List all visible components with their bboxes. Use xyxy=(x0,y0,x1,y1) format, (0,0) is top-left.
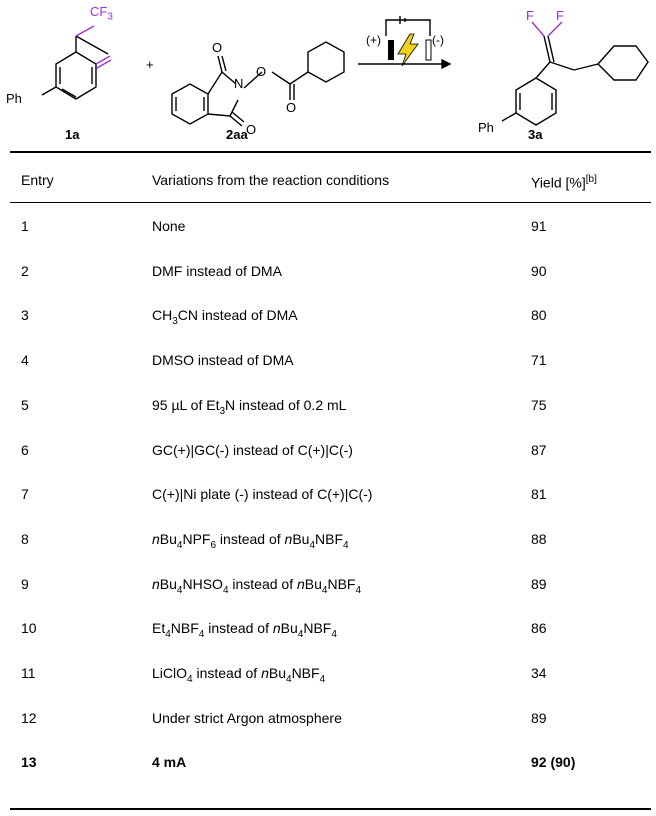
header-variation: Variations from the reaction conditions xyxy=(152,172,390,188)
ph-left-label: Ph xyxy=(6,91,22,106)
table-header-row: Entry Variations from the reaction condi… xyxy=(10,159,651,199)
table-row: 9 nBu4NHSO4 instead of nBu4NBF4 89 xyxy=(10,564,651,604)
header-entry: Entry xyxy=(21,172,54,188)
lightning-bolt-icon xyxy=(397,33,419,67)
yield-cell: 71 xyxy=(531,352,547,369)
header-yield: Yield [%][b] xyxy=(531,174,597,191)
yield-cell: 75 xyxy=(531,396,547,413)
yield-cell: 80 xyxy=(531,307,547,324)
yield-cell: 81 xyxy=(531,486,547,503)
entry-cell: 2 xyxy=(21,262,29,279)
product-3a-structure xyxy=(501,21,649,126)
table-row: 11 LiClO4 instead of nBu4NBF4 34 xyxy=(10,653,651,693)
anode-polarity-label: (+) xyxy=(366,33,381,47)
variation-cell: GC(+)|GC(-) instead of C(+)|C(-) xyxy=(152,441,353,458)
entry-cell: 11 xyxy=(21,665,36,681)
table-row: 8 nBu4NPF6 instead of nBu4NBF4 88 xyxy=(10,519,651,559)
variation-cell: None xyxy=(152,218,186,234)
n-atom-label: N xyxy=(234,76,244,91)
table-row: 10 Et4NBF4 instead of nBu4NBF4 86 xyxy=(10,608,651,648)
variation-cell: Under strict Argon atmosphere xyxy=(152,709,342,726)
fluorine-left-label: F xyxy=(526,8,534,23)
variation-cell: 4 mA xyxy=(152,754,187,771)
yield-cell: 87 xyxy=(531,441,547,458)
plus-sign: + xyxy=(146,57,154,72)
table-header-rule xyxy=(10,202,651,203)
fluorine-right-label: F xyxy=(556,8,564,23)
cf3-label: CF3 xyxy=(90,4,113,23)
table-top-rule xyxy=(10,151,651,153)
entry-cell: 10 xyxy=(21,620,37,637)
variation-cell: CH3CN instead of DMA xyxy=(152,307,298,328)
o-atom-label-1: O xyxy=(212,40,223,55)
ph-right-label: Ph xyxy=(478,120,494,135)
yield-cell: 89 xyxy=(531,709,547,726)
variation-cell: nBu4NPF6 instead of nBu4NBF4 xyxy=(152,530,349,551)
anode-electrode-icon xyxy=(388,40,394,60)
yield-cell: 34 xyxy=(531,665,547,681)
entry-cell: 12 xyxy=(21,709,37,726)
table-row: 4 DMSO instead of DMA 71 xyxy=(10,340,651,380)
entry-cell: 6 xyxy=(21,441,29,458)
table-row: 1 None 91 xyxy=(10,206,651,246)
yield-cell: 91 xyxy=(531,218,547,234)
entry-cell: 8 xyxy=(21,530,29,547)
table-row: 2 DMF instead of DMA 90 xyxy=(10,251,651,291)
o-atom-label-2: O xyxy=(256,64,267,79)
entry-cell: 5 xyxy=(21,396,29,413)
variation-cell: 95 µL of Et3N instead of 0.2 mL xyxy=(152,396,347,417)
entry-cell: 13 xyxy=(21,754,37,771)
product-3a-label: 3a xyxy=(528,127,543,142)
o-atom-label-4: O xyxy=(246,122,257,137)
cathode-polarity-label: (-) xyxy=(432,33,444,47)
variation-cell: DMF instead of DMA xyxy=(152,262,282,279)
variation-cell: nBu4NHSO4 instead of nBu4NBF4 xyxy=(152,575,362,596)
variation-cell: DMSO instead of DMA xyxy=(152,352,294,369)
variation-cell: LiClO4 instead of nBu4NBF4 xyxy=(152,665,326,685)
reagent-1a-label: 1a xyxy=(65,127,80,142)
entry-cell: 7 xyxy=(21,486,29,503)
table-bottom-rule xyxy=(10,808,651,810)
table-row: 3 CH3CN instead of DMA 80 xyxy=(10,295,651,335)
yield-cell: 89 xyxy=(531,575,547,592)
entry-cell: 4 xyxy=(21,352,29,369)
reagent-1a-structure xyxy=(41,25,112,100)
table-row: 5 95 µL of Et3N instead of 0.2 mL 75 xyxy=(10,385,651,425)
reagent-2aa-structure xyxy=(171,41,345,127)
table-row: 12 Under strict Argon atmosphere 89 xyxy=(10,698,651,738)
entry-cell: 9 xyxy=(21,575,29,592)
o-atom-label-3: O xyxy=(286,100,297,115)
entry-cell: 1 xyxy=(21,218,29,234)
reagent-2aa-label: 2aa xyxy=(226,127,248,142)
table-row: 6 GC(+)|GC(-) instead of C(+)|C(-) 87 xyxy=(10,430,651,470)
cathode-electrode-icon xyxy=(425,39,432,61)
entry-cell: 3 xyxy=(21,307,29,324)
yield-cell: 92 (90) xyxy=(531,754,576,771)
table-row: 13 4 mA 92 (90) xyxy=(10,742,651,782)
variation-cell: Et4NBF4 instead of nBu4NBF4 xyxy=(152,620,337,641)
table-row: 7 C(+)|Ni plate (-) instead of C(+)|C(-) 8… xyxy=(10,474,651,514)
variation-cell: C(+)|Ni plate (-) instead of C(+)|C(-) xyxy=(152,486,373,503)
yield-cell: 86 xyxy=(531,620,547,637)
reaction-arrow xyxy=(358,16,452,70)
reaction-scheme xyxy=(41,16,649,127)
yield-cell: 90 xyxy=(531,262,547,279)
yield-cell: 88 xyxy=(531,530,547,547)
